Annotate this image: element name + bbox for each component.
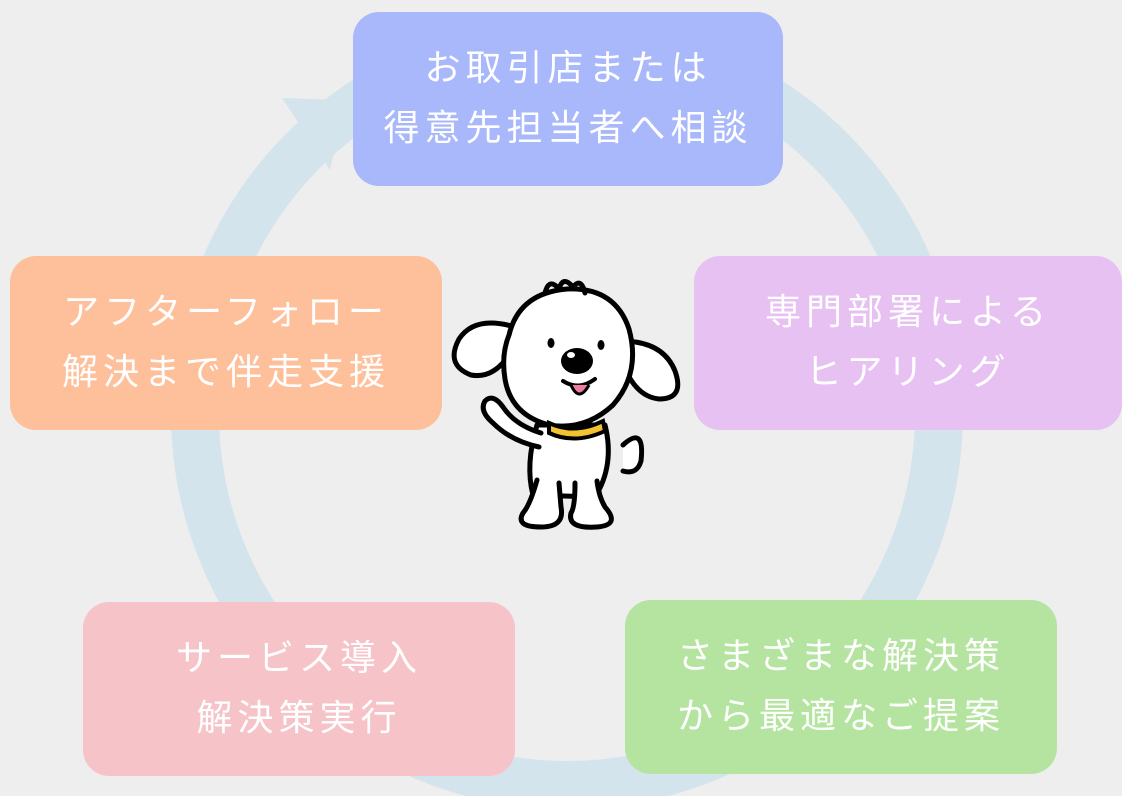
step-follow-up: アフターフォロー 解決まで伴走支援: [10, 256, 442, 430]
step-consultation-line-2: 得意先担当者へ相談: [383, 108, 753, 149]
step-follow-up-line-2: 解決まで伴走支援: [61, 352, 390, 393]
step-consultation-line-1: お取引店または: [424, 48, 712, 89]
step-proposal-line-2: から最適なご提案: [676, 696, 1005, 737]
step-follow-up-line-1: アフターフォロー: [63, 292, 389, 333]
step-implementation-line-1: サービス導入: [175, 638, 422, 679]
step-hearing-line-1: 専門部署による: [765, 292, 1051, 333]
step-implementation: サービス導入 解決策実行: [83, 602, 515, 776]
step-implementation-line-2: 解決策実行: [196, 698, 402, 739]
step-proposal-line-1: さまざまな解決策: [676, 636, 1005, 677]
dog-mascot-icon: [451, 279, 681, 530]
step-hearing: 専門部署による ヒアリング: [694, 256, 1122, 430]
cycle-arrowhead-icon: [282, 98, 345, 170]
step-consultation: お取引店または 得意先担当者へ相談: [353, 12, 783, 186]
step-proposal: さまざまな解決策 から最適なご提案: [625, 600, 1057, 774]
step-hearing-line-2: ヒアリング: [805, 352, 1011, 393]
